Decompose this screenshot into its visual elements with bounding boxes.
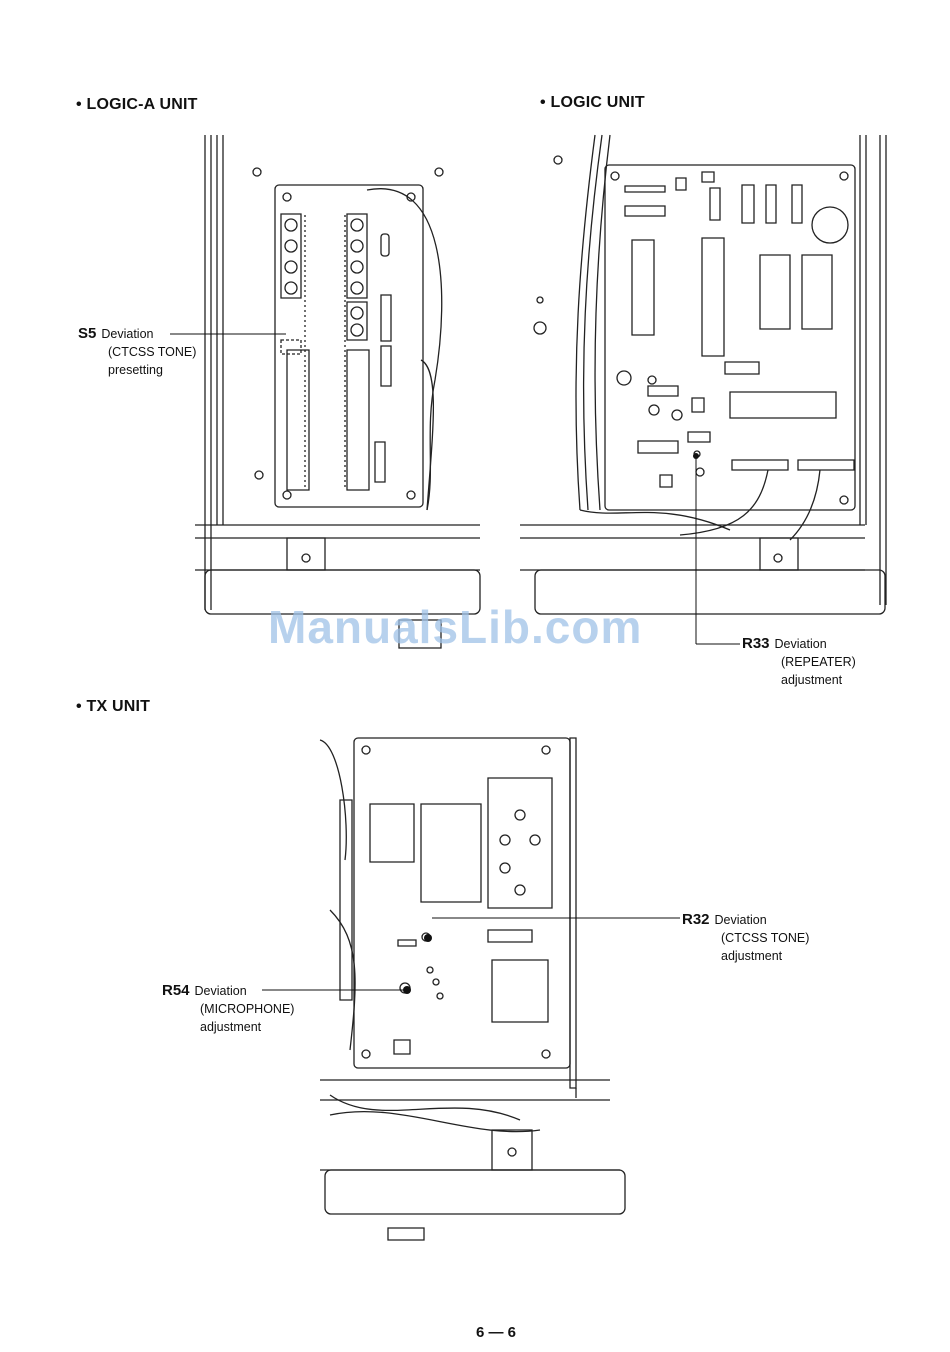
- r54-line-2: (MICROPHONE): [162, 1000, 294, 1018]
- s5-ref: S5: [78, 325, 96, 342]
- s5-line-3: presetting: [78, 361, 196, 379]
- r33-line-2: (REPEATER): [742, 653, 856, 671]
- watermark: ManualsLib.com: [268, 600, 642, 654]
- s5-line-2: (CTCSS TONE): [78, 343, 196, 361]
- r32-line-2: (CTCSS TONE): [682, 929, 809, 947]
- r33-line-3: adjustment: [742, 671, 856, 689]
- r32-ref: R32: [682, 911, 710, 928]
- r33-ref: R33: [742, 635, 770, 652]
- r54-line-3: adjustment: [162, 1018, 294, 1036]
- page-number: 6 — 6: [476, 1324, 516, 1341]
- r54-ref: R54: [162, 982, 190, 999]
- r32-line-3: adjustment: [682, 947, 809, 965]
